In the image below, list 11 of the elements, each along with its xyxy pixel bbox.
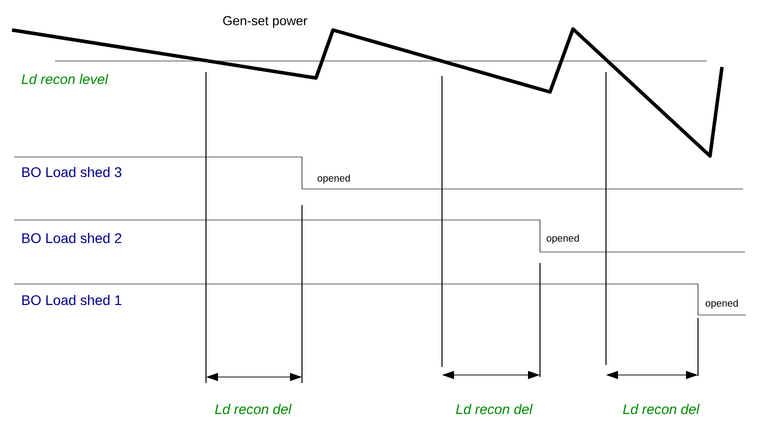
dimension-label: Ld recon del — [456, 404, 533, 414]
signal-label: BO Load shed 1 — [22, 294, 122, 306]
signal-label: BO Load shed 3 — [22, 166, 122, 178]
dimension-label: Ld recon del — [623, 404, 700, 414]
state-label: opened — [318, 174, 350, 184]
signal-label: BO Load shed 2 — [22, 232, 122, 244]
level-label: Ld recon level — [22, 74, 108, 84]
dimension-label: Ld recon del — [215, 404, 292, 414]
curve-label: Gen-set power — [223, 16, 308, 28]
state-label: opened — [706, 299, 738, 309]
state-label: opened — [546, 234, 579, 244]
